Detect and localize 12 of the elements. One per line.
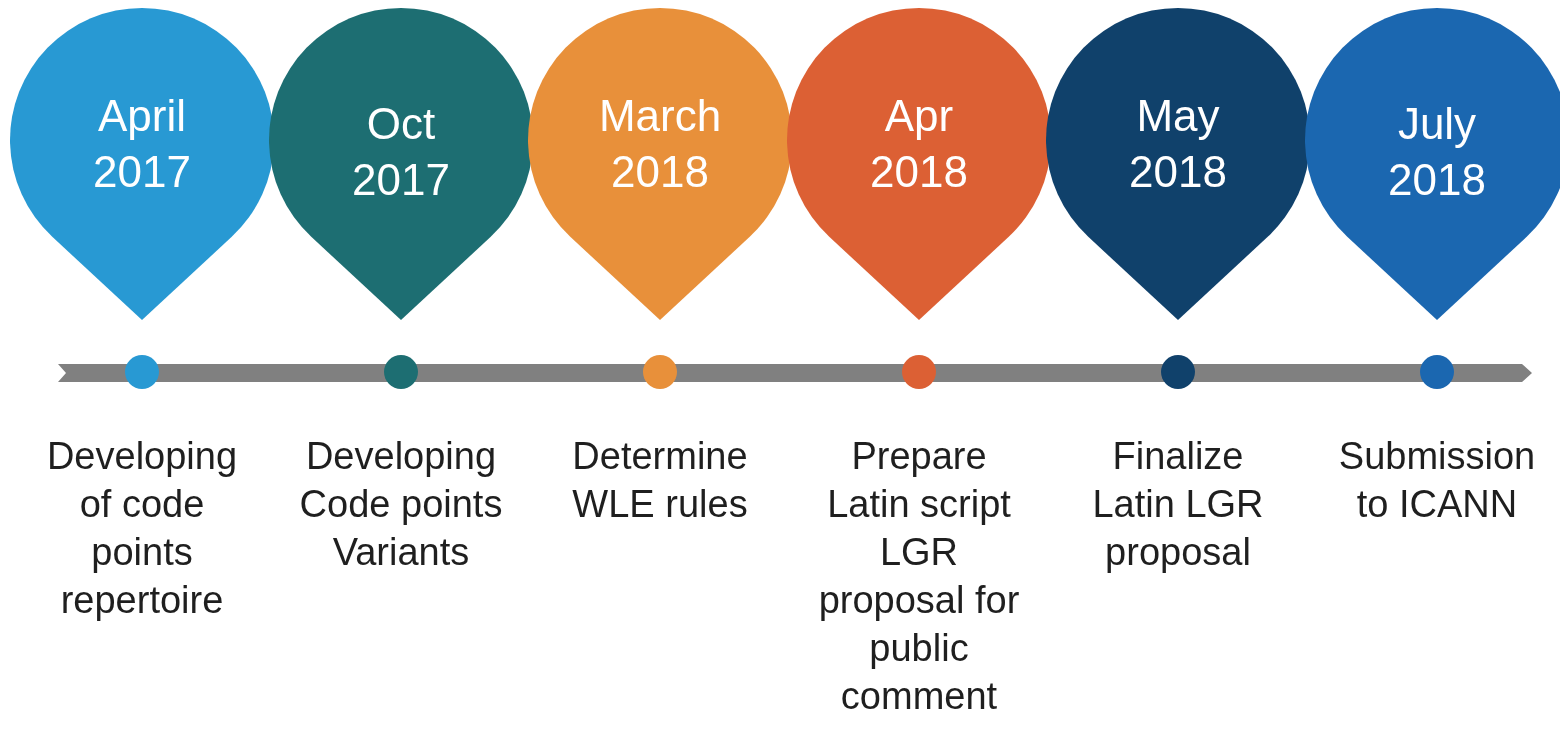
date-label: April 2017 [92,90,192,198]
date-label: Apr 2018 [869,90,969,198]
date-label: July 2018 [1387,98,1487,206]
date-label: May 2018 [1128,90,1228,198]
milestone-description: Developing of code points repertoire [45,434,239,623]
milestone-description: Prepare Latin script LGR proposal for public comment [817,434,1021,719]
date-label: March 2018 [597,90,723,198]
milestone-description: Submission to ICANN [1337,434,1537,527]
date-label: Oct 2017 [351,98,451,206]
milestone-description: Developing Code points Variants [298,434,504,575]
milestone-description: Determine WLE rules [571,434,749,527]
milestone-description: Finalize Latin LGR proposal [1091,434,1265,575]
